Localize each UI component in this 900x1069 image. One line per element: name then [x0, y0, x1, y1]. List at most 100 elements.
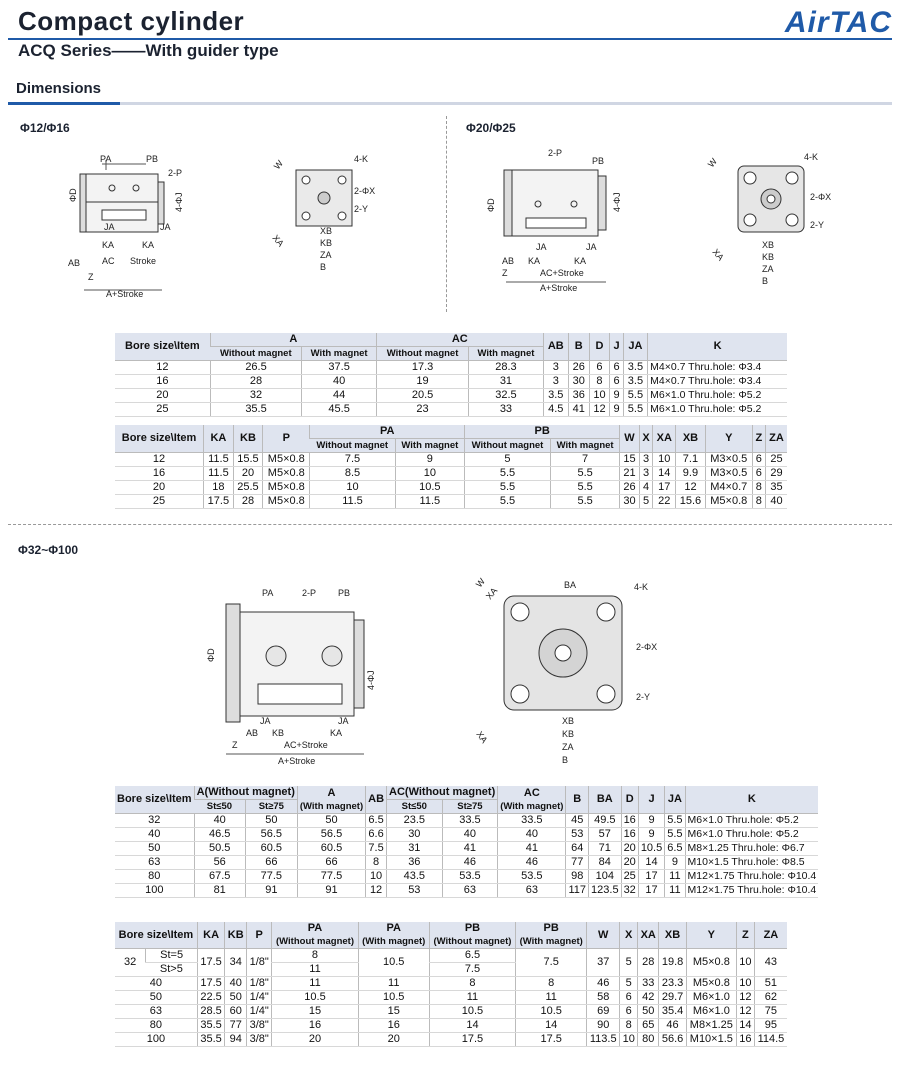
table-cell: 15.5	[232, 452, 263, 467]
svg-text:JA: JA	[338, 716, 349, 726]
table-cell: 10	[652, 452, 676, 467]
table-cell: 11.5	[203, 452, 234, 467]
table-cell: 26.5	[209, 360, 302, 375]
table-cell: 6	[751, 452, 766, 467]
svg-text:XA: XA	[474, 729, 489, 745]
svg-text:ΦD: ΦD	[206, 648, 216, 662]
svg-text:AC+Stroke: AC+Stroke	[540, 268, 584, 278]
table-cell: 15	[271, 1004, 359, 1019]
table-cell: 5.5	[464, 494, 551, 509]
table-header: J	[637, 786, 665, 814]
table-cell: 31	[386, 841, 443, 856]
svg-text:AB: AB	[68, 258, 80, 268]
section-heading: Dimensions	[16, 80, 102, 97]
table-cell: 18	[203, 480, 234, 495]
table-cell: 16	[115, 374, 211, 389]
table-cell: 7	[549, 452, 620, 467]
svg-text:A+Stroke: A+Stroke	[106, 289, 143, 299]
svg-text:PA: PA	[100, 154, 111, 164]
svg-text:XA: XA	[484, 586, 499, 602]
table-subheader: St≥75	[244, 799, 298, 814]
table-cell: 77.5	[244, 869, 298, 884]
svg-text:JA: JA	[160, 222, 171, 232]
svg-text:AC: AC	[102, 256, 115, 266]
table-cell: 1/8"	[246, 948, 272, 977]
table-cell: 14	[515, 1018, 587, 1033]
table-cell: 14	[735, 1018, 755, 1033]
table-cell: M6×1.0 Thru.hole: Φ5.2	[647, 402, 787, 417]
table-header: AB	[365, 786, 387, 814]
table-cell: 56.6	[658, 1032, 687, 1047]
table-cell: 53	[386, 883, 443, 898]
table-cell: 40	[764, 494, 787, 509]
table-cell: 43	[753, 948, 787, 977]
table-cell: 63	[115, 855, 195, 870]
table-cell: 16	[735, 1032, 755, 1047]
table-header: PB(With magnet)	[515, 922, 587, 949]
table-cell: 28.5	[196, 1004, 225, 1019]
svg-text:KB: KB	[762, 252, 774, 262]
page-subtitle: ACQ Series——With guider type	[18, 41, 279, 60]
table-cell: 40	[497, 827, 566, 842]
table-header: Z	[751, 425, 766, 453]
table-cell: 66	[296, 855, 366, 870]
table-header: Y	[685, 922, 737, 949]
table-cell: 12	[735, 990, 755, 1005]
table-cell: 20	[271, 1032, 359, 1047]
table-cell: 114.5	[753, 1032, 787, 1047]
table-cell: 35	[764, 480, 787, 495]
table-header: Bore size\Item	[115, 922, 198, 949]
end-view-drawing-small: 4-K 2-ΦX 2-Y W XA XB KB ZA B	[268, 150, 378, 280]
table-cell: 3/8"	[246, 1032, 272, 1047]
table-cell: 9	[609, 402, 624, 417]
table-cell: 98	[565, 869, 589, 884]
table-cell: 40	[115, 976, 198, 991]
table-cell: 46	[497, 855, 566, 870]
table-cell: 6.6	[365, 827, 387, 842]
table-cell: 22.5	[196, 990, 225, 1005]
table-cell: 25	[115, 494, 204, 509]
table-cell: M6×1.0 Thru.hole: Φ5.2	[684, 827, 819, 842]
table-header: XA	[652, 425, 676, 453]
svg-text:2-ΦX: 2-ΦX	[354, 186, 375, 196]
table-cell: 56.5	[296, 827, 366, 842]
table-cell: 29.7	[658, 990, 687, 1005]
svg-text:KB: KB	[562, 729, 574, 739]
table-cell: 56	[193, 855, 246, 870]
table-cell: 8	[515, 976, 587, 991]
table-cell: 17.5	[196, 976, 225, 991]
table-header: KA	[203, 425, 234, 453]
svg-text:KB: KB	[320, 238, 332, 248]
table-header: D	[620, 786, 639, 814]
table-cell: M5×0.8	[262, 480, 310, 495]
table-cell: 11	[664, 869, 686, 884]
table-header: KA	[196, 922, 225, 949]
svg-text:ΦD: ΦD	[68, 188, 78, 202]
table-cell: 12	[365, 883, 387, 898]
table-cell: 11	[515, 990, 587, 1005]
table-cell: 10.5	[394, 480, 465, 495]
table-cell: 28	[232, 494, 263, 509]
table-cell: 20	[232, 466, 263, 481]
svg-text:W: W	[474, 576, 487, 589]
dimension-table-12-25-b: Bore size\Item KA KB P PA PB W X XA XB Y…	[115, 425, 787, 509]
svg-text:2-Y: 2-Y	[354, 204, 368, 214]
table-header: AB	[542, 333, 569, 361]
table-cell: 6	[609, 360, 624, 375]
table-cell: 12	[115, 360, 211, 375]
table-cell: 123.5	[588, 883, 622, 898]
table-cell: 20	[357, 1032, 430, 1047]
table-cell: 17.5	[515, 1032, 587, 1047]
svg-text:XA: XA	[270, 233, 285, 249]
table-cell: 3.5	[622, 374, 648, 389]
table-cell: 10.5	[357, 948, 430, 977]
table-cell: 31	[468, 374, 544, 389]
svg-text:B: B	[762, 276, 768, 286]
table-cell: 19.8	[658, 948, 687, 977]
